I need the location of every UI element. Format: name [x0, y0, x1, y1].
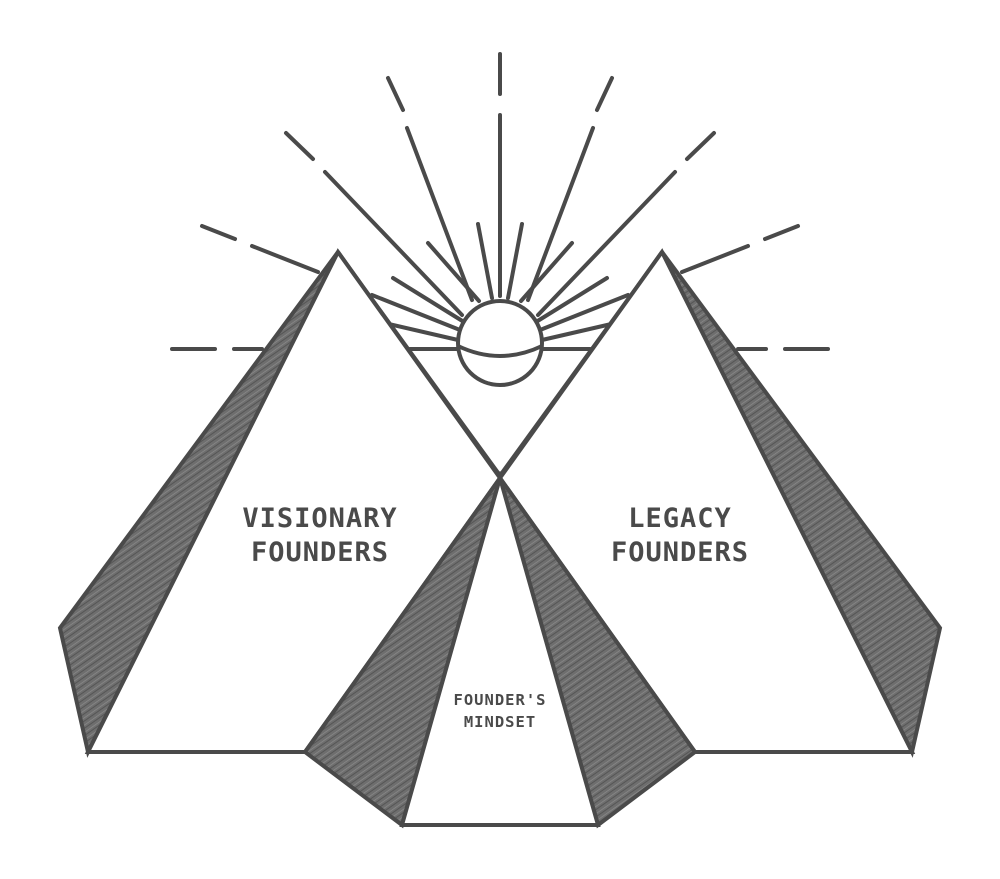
legacy-founders-label: LEGACY FOUNDERS — [560, 502, 800, 570]
center-pyramid-face — [399, 470, 601, 827]
visionary-line1: VISIONARY — [242, 503, 398, 534]
sun-rays — [170, 52, 830, 351]
center-pyramid — [302, 470, 698, 829]
mindset-line2: MINDSET — [463, 712, 537, 731]
mindset-line1: FOUNDER'S — [453, 691, 547, 709]
founders-mindset-label: FOUNDER'S MINDSET — [420, 690, 580, 733]
legacy-line1: LEGACY — [628, 503, 732, 534]
visionary-founders-label: VISIONARY FOUNDERS — [200, 502, 440, 570]
sun-icon — [456, 299, 544, 387]
visionary-line2: FOUNDERS — [250, 536, 390, 568]
legacy-line2: FOUNDERS — [610, 536, 750, 568]
